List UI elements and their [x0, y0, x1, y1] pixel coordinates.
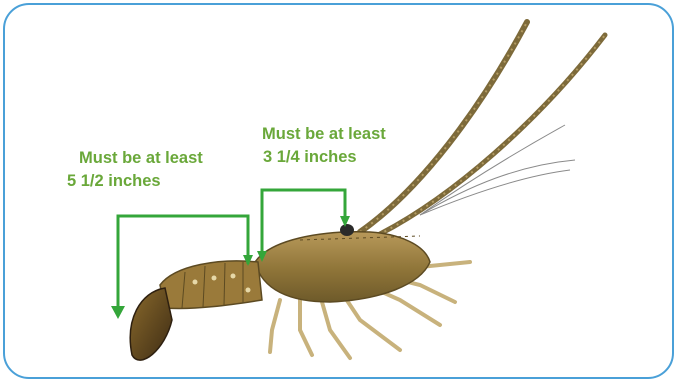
carapace	[255, 232, 430, 302]
measurement-label-line1: Must be at least	[79, 147, 203, 170]
measurement-label-line1: Must be at least	[262, 123, 386, 146]
antennules	[420, 125, 575, 215]
measurement-label-carapace: Must be at least 3 1/4 inches	[262, 123, 386, 169]
abdomen	[160, 261, 262, 309]
eye	[340, 224, 354, 236]
antenna-right	[372, 35, 605, 238]
tail-fan	[130, 288, 172, 360]
measurement-label-tail: Must be at least 5 1/2 inches	[79, 147, 203, 193]
arrowhead-tail-down	[111, 306, 125, 319]
measurement-label-line2: 5 1/2 inches	[67, 170, 203, 193]
measurement-label-line2: 3 1/4 inches	[263, 146, 386, 169]
